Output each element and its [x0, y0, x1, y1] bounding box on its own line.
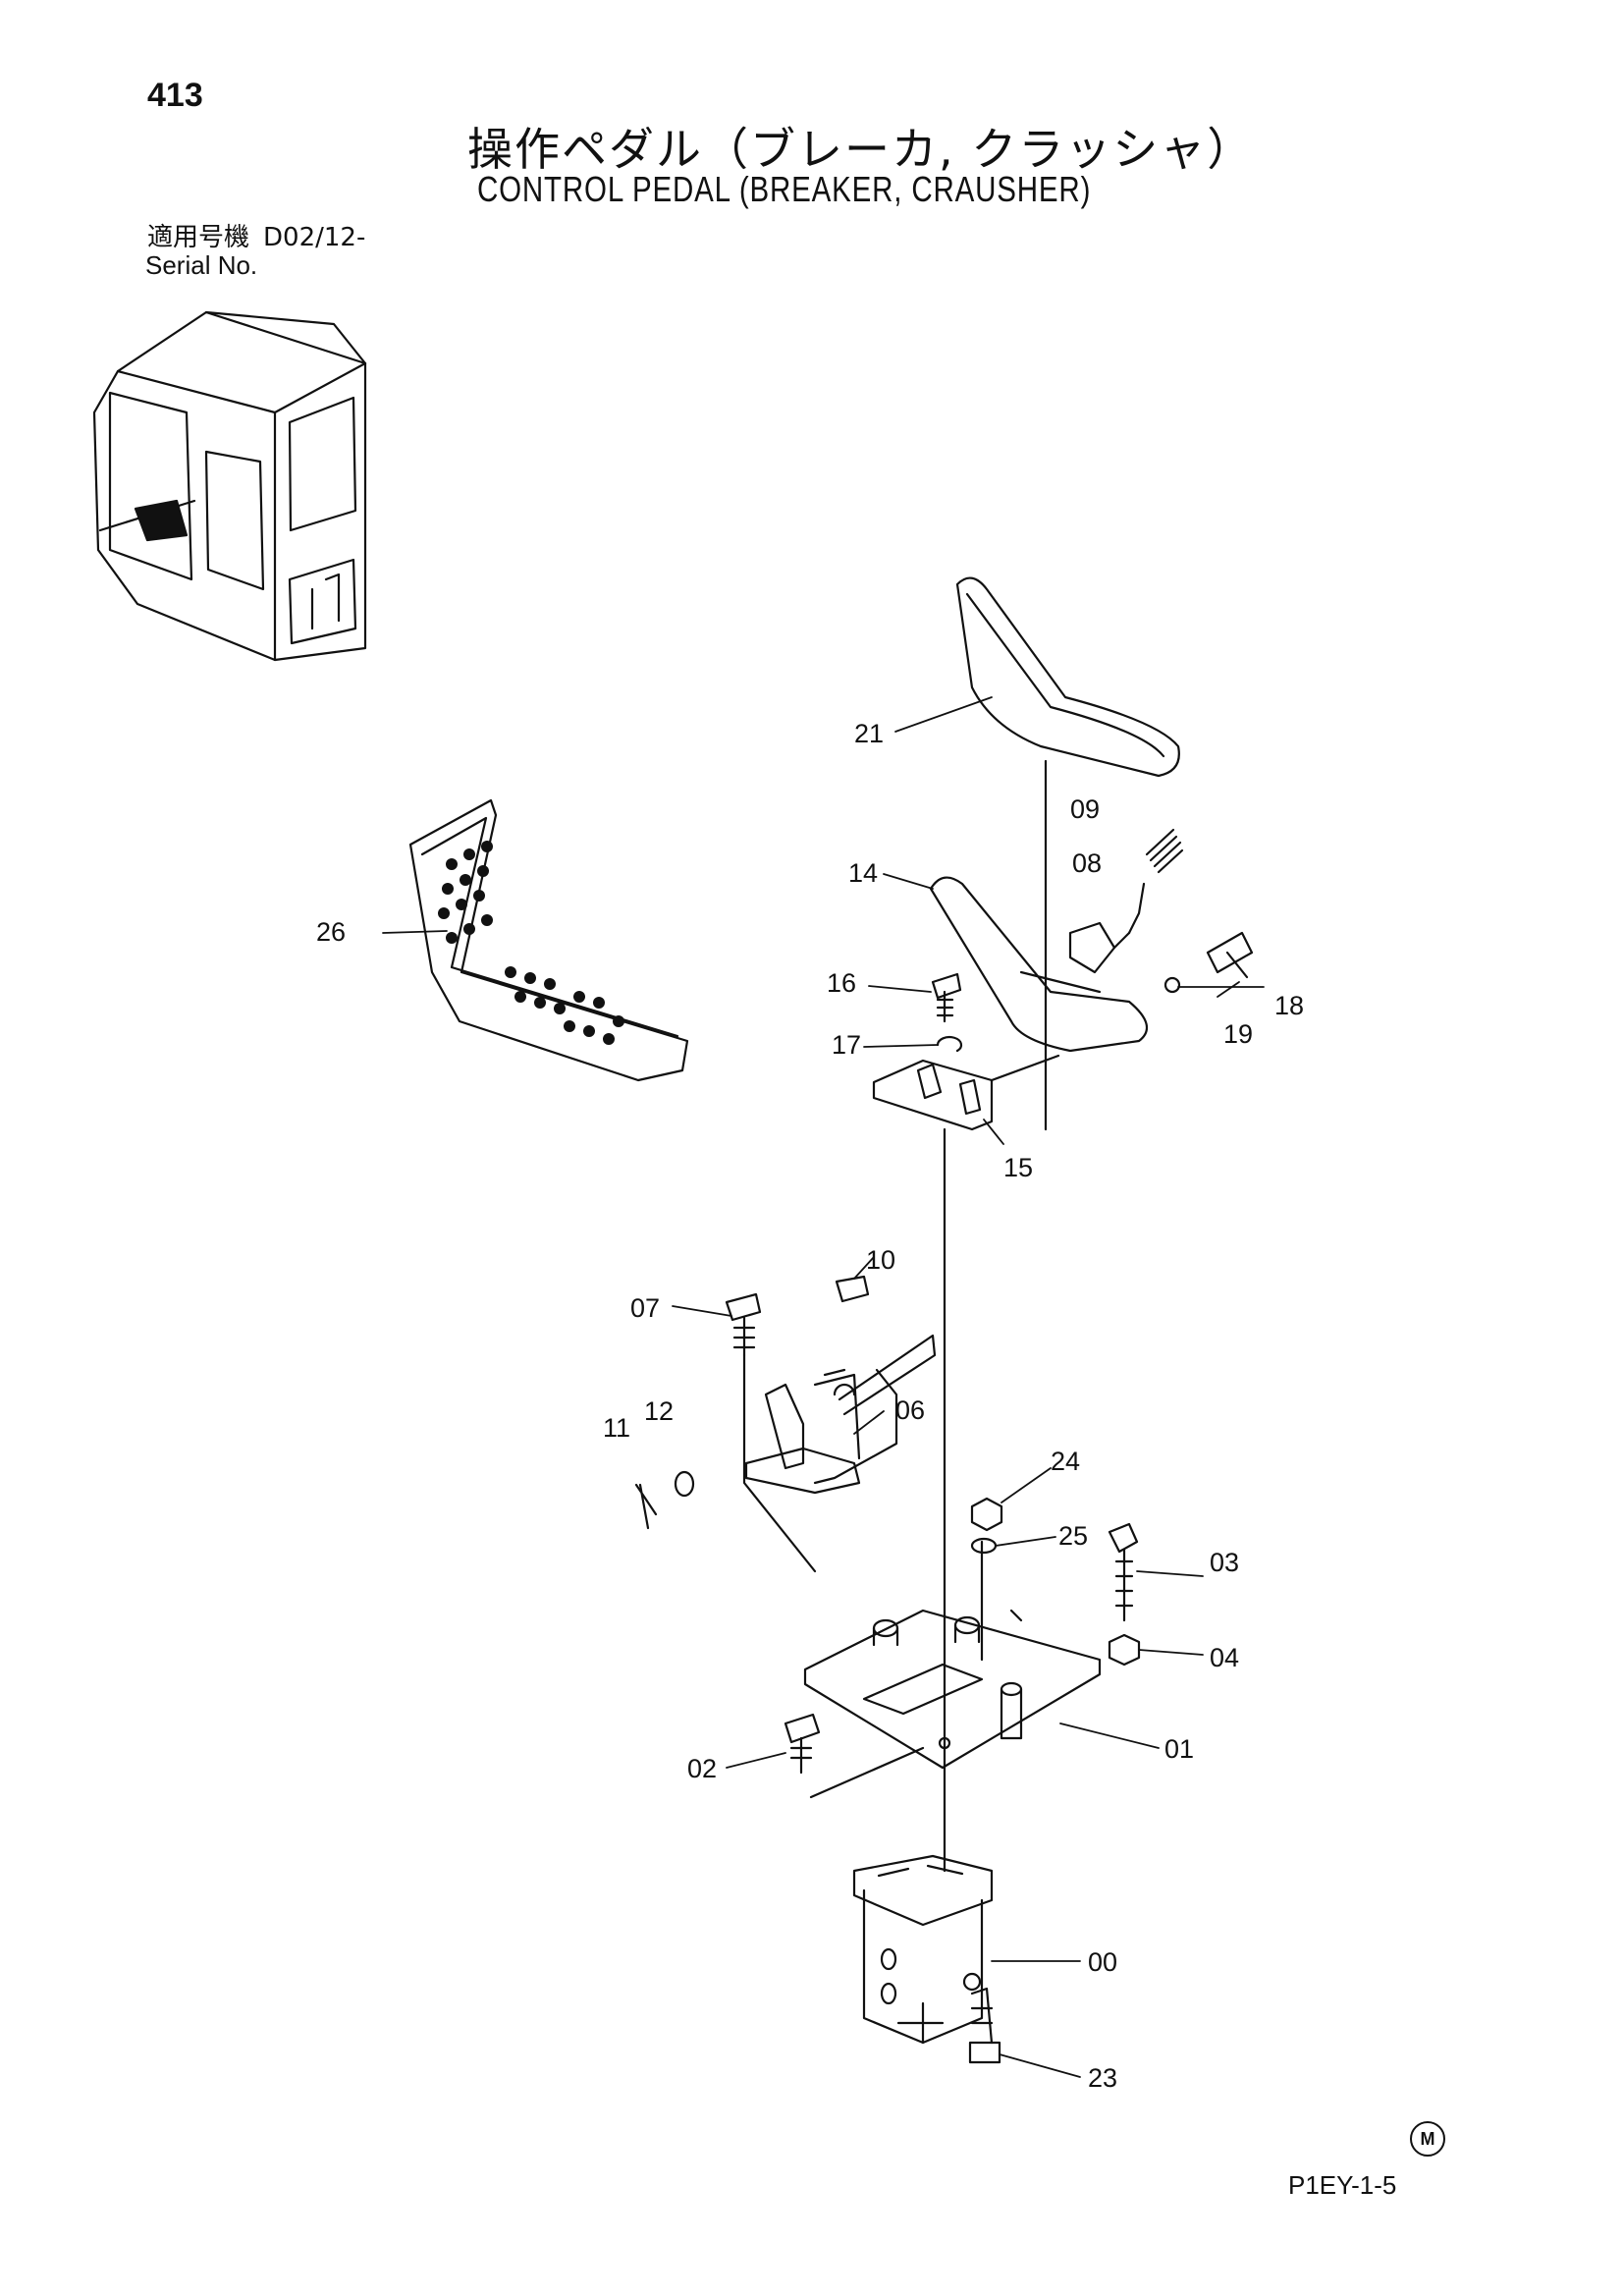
part-label-14: 14 — [848, 858, 878, 888]
part-label-25: 25 — [1058, 1521, 1088, 1551]
part-label-12: 12 — [644, 1396, 674, 1426]
m-mark-symbol: M — [1410, 2121, 1445, 2157]
part-label-19: 19 — [1223, 1019, 1253, 1049]
part-label-03: 03 — [1210, 1548, 1239, 1577]
page-number: 413 — [147, 77, 203, 114]
part-label-15: 15 — [1003, 1153, 1033, 1182]
washer-part-12 — [674, 1470, 695, 1498]
pedal-part-14 — [929, 876, 1149, 1053]
floor-mat-part-26 — [408, 798, 689, 1082]
part-label-09: 09 — [1070, 794, 1100, 824]
serial-info: 適用号機 D02/12- Serial No. — [145, 223, 366, 280]
part-label-16: 16 — [827, 968, 856, 998]
serial-label-jp: 適用号機 — [147, 223, 250, 252]
part-label-24: 24 — [1051, 1447, 1080, 1476]
part-label-08: 08 — [1072, 848, 1102, 878]
title-japanese: 操作ペダル（ブレーカ, クラッシャ） — [467, 123, 1255, 176]
part-label-11: 11 — [603, 1413, 630, 1443]
part-label-23: 23 — [1088, 2063, 1117, 2093]
base-plate-part-01 — [803, 1540, 1102, 1770]
cotter-pin-part-11 — [634, 1483, 658, 1530]
part-labels: 21 09 08 14 26 16 18 19 17 15 10 07 06 1… — [316, 719, 1304, 2093]
nut-part-04 — [1108, 1633, 1141, 1667]
guide-line — [813, 1368, 898, 1485]
part-label-01: 01 — [1164, 1734, 1194, 1764]
bolt-part-02 — [784, 1713, 925, 1799]
serial-label-en: Serial No. — [145, 250, 258, 280]
part-label-18: 18 — [1274, 991, 1304, 1020]
pin-part-10 — [835, 1275, 870, 1303]
bolt-part-16 — [931, 972, 962, 1023]
drawing-code: P1EY-1-5 — [1288, 2170, 1397, 2200]
part-label-10: 10 — [866, 1245, 895, 1275]
part-label-04: 04 — [1210, 1643, 1239, 1672]
part-label-07: 07 — [630, 1293, 660, 1323]
stopper-part-08 — [1068, 921, 1131, 974]
ring-part-17 — [936, 1035, 963, 1053]
bolt-part-03 — [1108, 1522, 1139, 1622]
part-label-00: 00 — [1088, 1947, 1117, 1977]
cab-inset-illustration — [92, 310, 367, 662]
washer-part-25 — [970, 1537, 998, 1555]
bolt-part-07 — [725, 1292, 817, 1573]
serial-code: D02/12- — [263, 223, 366, 252]
washer-part-19 — [1163, 976, 1181, 994]
title-english: CONTROL PEDAL (BREAKER, CRAUSHER) — [477, 169, 1092, 209]
part-label-26: 26 — [316, 917, 346, 947]
spring-part-09 — [1127, 828, 1184, 935]
part-label-17: 17 — [832, 1030, 861, 1060]
bolt-part-18 — [1206, 931, 1254, 979]
bracket-part-15 — [872, 1054, 1060, 1131]
pilot-valve-part-00 — [852, 1854, 994, 2045]
pedal-cover-part-21 — [955, 576, 1180, 778]
bolt-part-23 — [968, 1987, 1001, 2064]
leader-lines — [382, 696, 1265, 2078]
part-label-02: 02 — [687, 1754, 717, 1783]
nut-part-24 — [970, 1497, 1003, 1532]
part-label-21: 21 — [854, 719, 884, 748]
lever-bracket-part-06 — [744, 1334, 937, 1495]
part-label-06: 06 — [895, 1395, 925, 1425]
